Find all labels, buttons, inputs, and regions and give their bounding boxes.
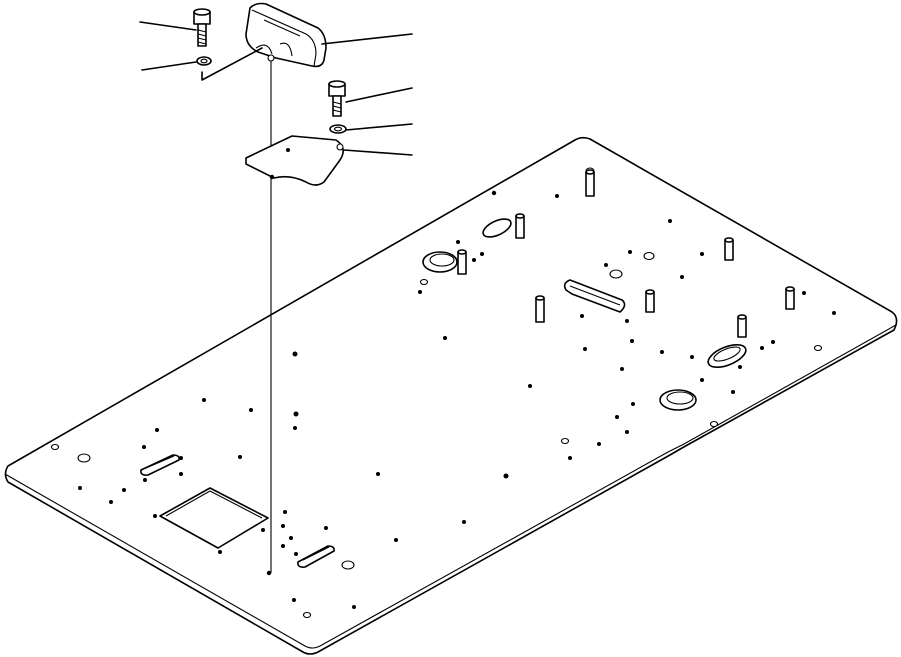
- pin: [645, 289, 655, 313]
- pin: [737, 314, 747, 338]
- floor-plate: [4, 136, 898, 655]
- slot-right: [707, 343, 747, 369]
- pin: [457, 249, 467, 275]
- washer-right: [329, 124, 347, 134]
- bolt-right: [328, 80, 346, 117]
- bolt-left: [193, 8, 211, 47]
- floor-cutout: [159, 487, 269, 549]
- floor-plate-body: [4, 136, 898, 655]
- leader-lines: [139, 21, 413, 156]
- large-hole-left: [422, 251, 458, 273]
- large-hole-right: [659, 389, 697, 411]
- pin: [585, 167, 595, 197]
- pin: [724, 237, 734, 261]
- floor-plate-edge: [4, 324, 897, 649]
- mounting-dots: [78, 190, 836, 609]
- slot-front-right: [297, 545, 335, 568]
- floor-cutout-edge: [165, 490, 263, 519]
- slot-front-left: [140, 454, 180, 476]
- washer-left: [196, 56, 212, 66]
- pin: [515, 213, 525, 239]
- pin: [535, 295, 545, 323]
- slot-center-long: [563, 279, 626, 313]
- pin: [785, 286, 795, 310]
- cover: [245, 2, 327, 68]
- slot-top: [482, 218, 512, 238]
- bracket-plate: [245, 135, 344, 186]
- standoff-pins: [457, 167, 795, 338]
- small-holes: [50, 251, 823, 619]
